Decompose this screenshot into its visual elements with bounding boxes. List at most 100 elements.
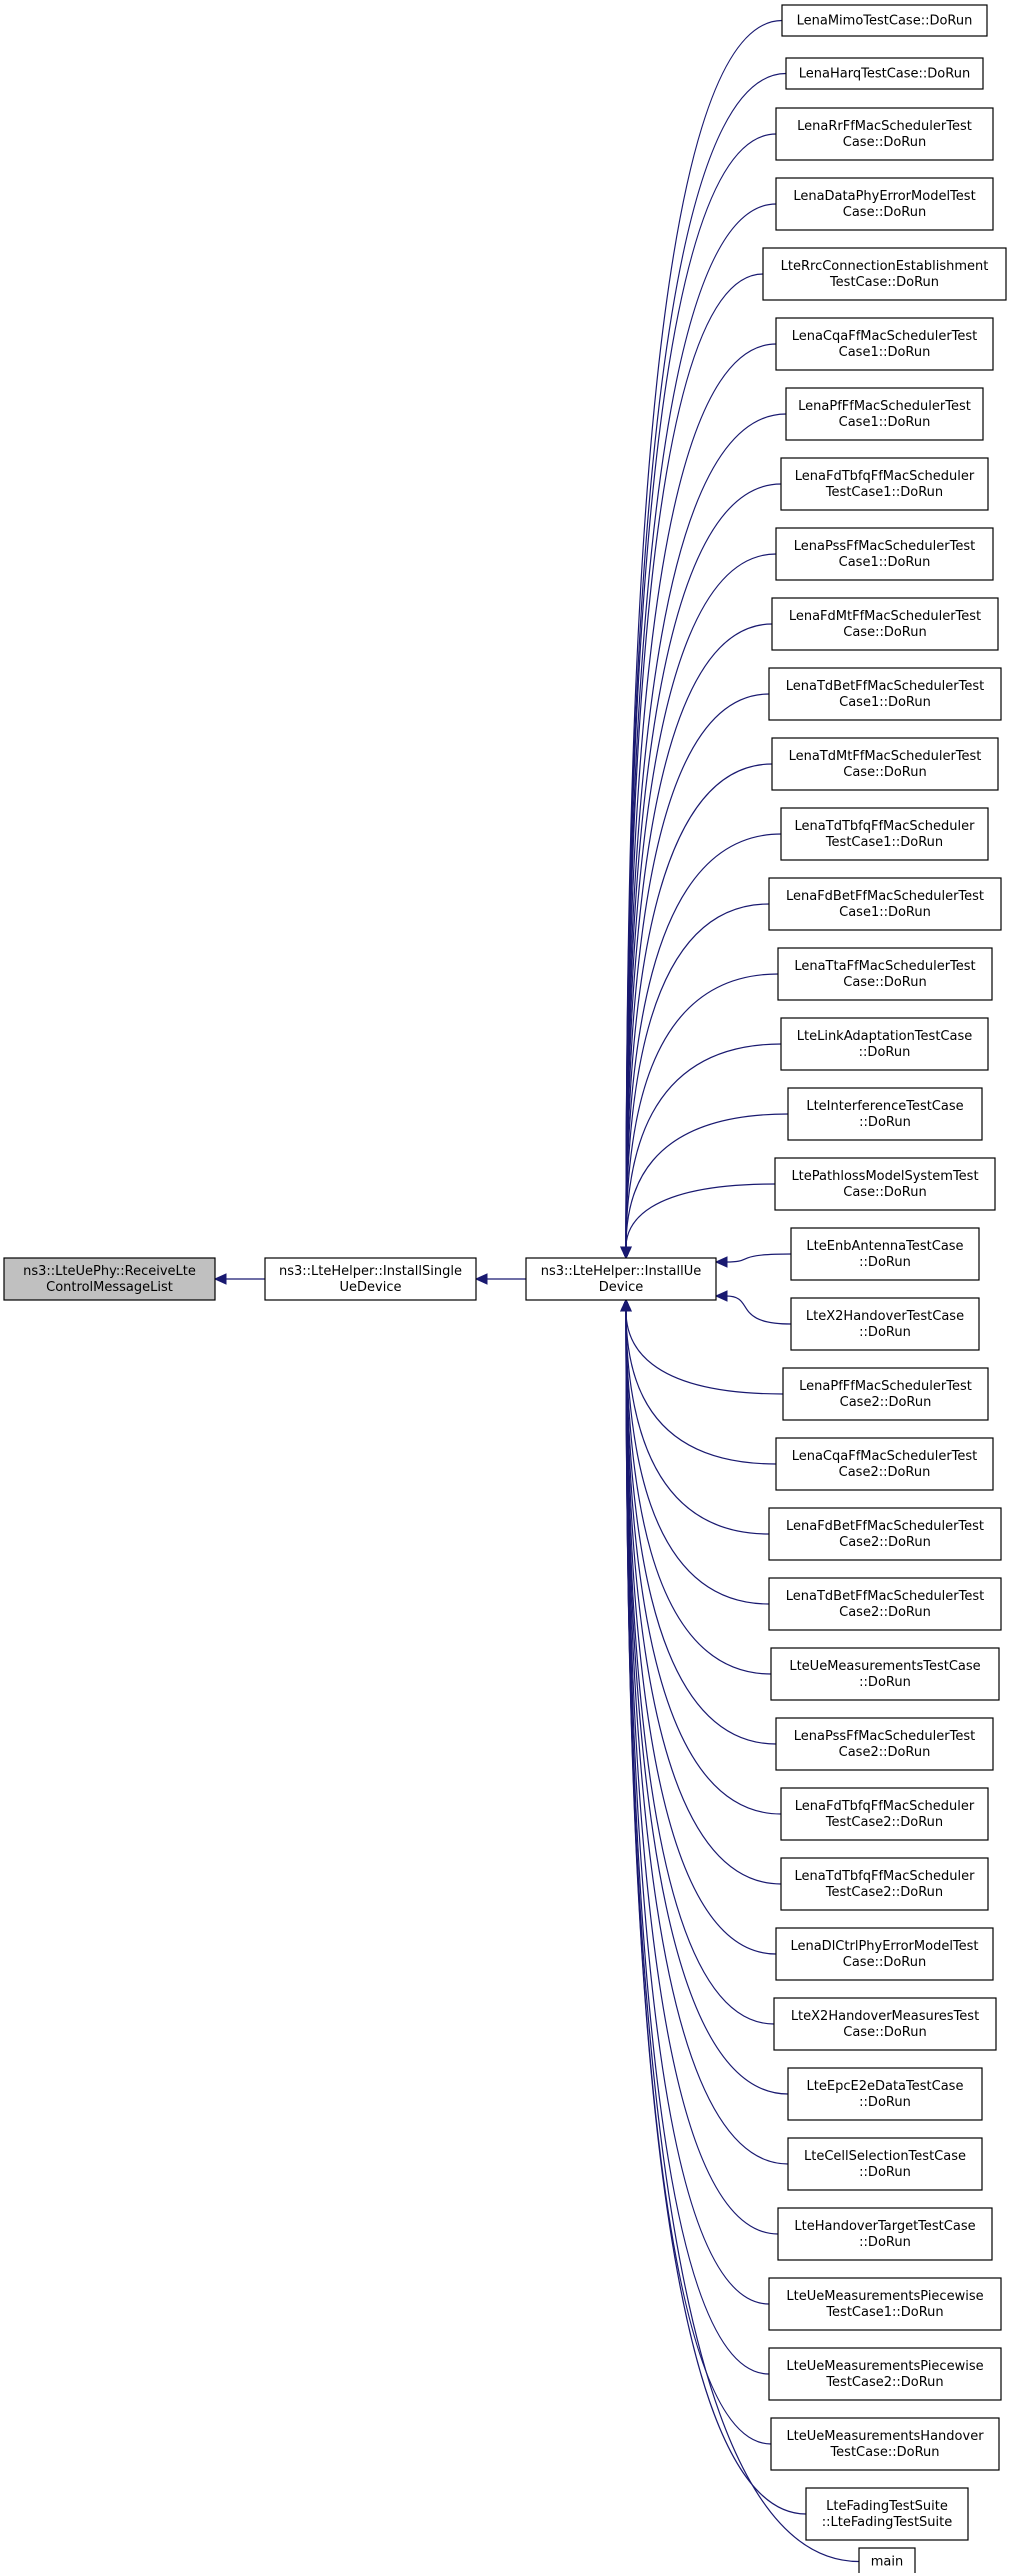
- edge-caller: [625, 1310, 807, 2515]
- node-lteinterferencetestcase-dorun[interactable]: LteInterferenceTestCase::DoRun: [787, 1087, 983, 1141]
- node-label-line: LenaTtaFfMacSchedulerTest: [794, 959, 975, 974]
- node-lterrcconnectionestablishmenttestcase-dorun[interactable]: LteRrcConnectionEstablishmentTestCase::D…: [762, 247, 1007, 301]
- edge-caller: [725, 1253, 792, 1263]
- node-label-line: TestCase2::DoRun: [825, 1815, 943, 1830]
- node-label-line: Device: [599, 1280, 643, 1295]
- node-label-line: LtePathlossModelSystemTest: [791, 1169, 978, 1184]
- node-label-line: ::DoRun: [859, 1255, 911, 1270]
- node-label-line: Case::DoRun: [843, 1955, 926, 1970]
- node-box: [768, 667, 1002, 721]
- node-label-line: LenaTdMtFfMacSchedulerTest: [789, 749, 982, 764]
- node-lteuemeasurementspiecewisetestcase2-dorun[interactable]: LteUeMeasurementsPiecewiseTestCase2::DoR…: [768, 2347, 1002, 2401]
- node-label-line: LteX2HandoverMeasuresTest: [791, 2009, 979, 2024]
- node-label-line: ::DoRun: [859, 1045, 911, 1060]
- node-label-line: LenaDlCtrlPhyErrorModelTest: [790, 1939, 978, 1954]
- nodes: ns3::LteUePhy::ReceiveLteControlMessageL…: [3, 4, 1007, 2573]
- node-box: [805, 2487, 969, 2541]
- node-box: [774, 1157, 996, 1211]
- node-label-line: Case1::DoRun: [839, 555, 931, 570]
- node-ltex2handovertestcase-dorun[interactable]: LteX2HandoverTestCase::DoRun: [790, 1297, 980, 1351]
- node-ns3-lteuephy-receiveltecontrolmessagelist[interactable]: ns3::LteUePhy::ReceiveLteControlMessageL…: [3, 1257, 216, 1301]
- arrow-head: [714, 1256, 728, 1268]
- edge-caller: [625, 973, 779, 1248]
- node-label-line: Case1::DoRun: [839, 345, 931, 360]
- node-box: [768, 2277, 1002, 2331]
- node-box: [780, 1857, 989, 1911]
- node-main[interactable]: main: [858, 2547, 916, 2573]
- node-label-line: LenaRrFfMacSchedulerTest: [797, 119, 972, 134]
- node-label-line: Case::DoRun: [843, 2025, 926, 2040]
- node-label-line: LenaPfFfMacSchedulerTest: [799, 1379, 972, 1394]
- node-label-line: LenaFdMtFfMacSchedulerTest: [789, 609, 981, 624]
- edge-caller: [625, 1310, 777, 1745]
- node-box: [775, 1927, 994, 1981]
- edges: [213, 19, 860, 2563]
- node-label-line: LteRrcConnectionEstablishment: [781, 259, 989, 274]
- node-box: [775, 177, 994, 231]
- node-label-line: LenaPfFfMacSchedulerTest: [798, 399, 971, 414]
- node-ltehandovertargettestcase-dorun[interactable]: LteHandoverTargetTestCase::DoRun: [777, 2207, 993, 2261]
- node-label-line: LenaFdTbfqFfMacScheduler: [795, 1799, 975, 1814]
- node-box: [790, 1297, 980, 1351]
- node-label-line: ns3::LteUePhy::ReceiveLte: [23, 1264, 196, 1279]
- edge-caller: [625, 1310, 772, 1675]
- node-box: [768, 1577, 1002, 1631]
- node-lteenbantennatestcase-dorun[interactable]: LteEnbAntennaTestCase::DoRun: [790, 1227, 980, 1281]
- node-label-line: ns3::LteHelper::InstallUe: [541, 1264, 702, 1279]
- node-lteuemeasurementstestcase-dorun[interactable]: LteUeMeasurementsTestCase::DoRun: [770, 1647, 1000, 1701]
- node-ltecellselectiontestcase-dorun[interactable]: LteCellSelectionTestCase::DoRun: [787, 2137, 983, 2191]
- node-box: [770, 1647, 1000, 1701]
- node-lteuemeasurementspiecewisetestcase1-dorun[interactable]: LteUeMeasurementsPiecewiseTestCase1::DoR…: [768, 2277, 1002, 2331]
- node-box: [775, 1437, 994, 1491]
- node-label-line: LteInterferenceTestCase: [806, 1099, 963, 1114]
- node-label-line: TestCase::DoRun: [829, 275, 939, 290]
- node-box: [264, 1257, 477, 1301]
- node-label-line: LteUeMeasurementsPiecewise: [786, 2359, 983, 2374]
- node-box: [775, 317, 994, 371]
- node-label-line: LteUeMeasurementsPiecewise: [786, 2289, 983, 2304]
- node-label-line: LteHandoverTargetTestCase: [794, 2219, 975, 2234]
- node-label-line: LenaFdBetFfMacSchedulerTest: [786, 1519, 984, 1534]
- node-label-line: LenaDataPhyErrorModelTest: [793, 189, 975, 204]
- node-label-line: Case1::DoRun: [839, 905, 931, 920]
- node-label-line: ::DoRun: [859, 2235, 911, 2250]
- node-lenaharqtestcase-dorun[interactable]: LenaHarqTestCase::DoRun: [785, 57, 984, 90]
- node-lteepce2edatatestcase-dorun[interactable]: LteEpcE2eDataTestCase::DoRun: [787, 2067, 983, 2121]
- arrow-head: [620, 1246, 632, 1260]
- node-ltelinkadaptationtestcase-dorun[interactable]: LteLinkAdaptationTestCase::DoRun: [780, 1017, 989, 1071]
- node-label-line: LteX2HandoverTestCase: [806, 1309, 964, 1324]
- node-lenamimotestcase-dorun[interactable]: LenaMimoTestCase::DoRun: [781, 4, 988, 37]
- arrow-installsingle: [474, 1273, 488, 1285]
- node-label-line: LteFadingTestSuite: [826, 2499, 948, 2514]
- node-label-line: TestCase::DoRun: [829, 2445, 939, 2460]
- edge-caller: [625, 1043, 782, 1248]
- node-box: [780, 1017, 989, 1071]
- node-ltefadingtestsuite-ltefadingtestsuite[interactable]: LteFadingTestSuite::LteFadingTestSuite: [805, 2487, 969, 2541]
